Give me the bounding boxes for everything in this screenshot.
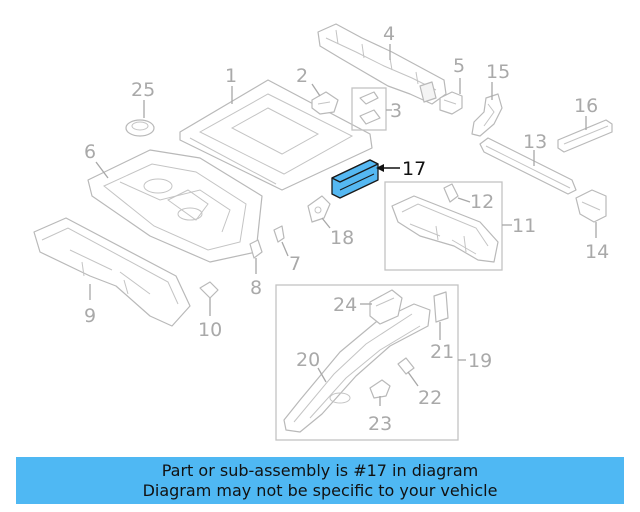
callout-18: 18 — [330, 227, 354, 249]
part-14-bracket — [575, 189, 607, 223]
callout-2: 2 — [296, 65, 308, 87]
part-12-bracket — [443, 183, 459, 203]
part-9-crossmember — [33, 217, 191, 327]
callout-21: 21 — [430, 341, 454, 363]
part-15-bracket — [471, 93, 503, 137]
callout-3: 3 — [390, 100, 402, 122]
part-7-clip — [273, 225, 285, 243]
callout-5: 5 — [453, 55, 465, 77]
group-19-box — [275, 284, 459, 441]
callout-15: 15 — [486, 61, 510, 83]
callout-13: 13 — [523, 131, 547, 153]
part-25-plug — [125, 119, 155, 137]
callout-23: 23 — [368, 413, 392, 435]
callout-1: 1 — [225, 65, 237, 87]
callout-19: 19 — [468, 350, 492, 372]
callout-4: 4 — [383, 23, 395, 45]
callout-11: 11 — [512, 215, 536, 237]
part-17-reinforcement-highlighted — [331, 159, 379, 199]
part-16-reinforcement — [557, 119, 613, 153]
callout-16: 16 — [574, 95, 598, 117]
callout-25: 25 — [131, 79, 155, 101]
part-21-plate — [433, 291, 449, 323]
callout-6: 6 — [84, 141, 96, 163]
callout-14: 14 — [585, 241, 609, 263]
callout-17: 17 — [402, 158, 426, 180]
part-18-bracket — [307, 195, 331, 223]
part-22-clip — [397, 357, 415, 375]
part-11-crossmember — [391, 195, 499, 263]
part-24-bracket — [369, 289, 403, 325]
callout-20: 20 — [296, 349, 320, 371]
part-2-mount — [311, 91, 339, 115]
part-8-bracket — [249, 239, 263, 259]
callout-9: 9 — [84, 305, 96, 327]
part-1-floor-pan — [179, 79, 373, 191]
banner-part-line: Part or sub-assembly is #17 in diagram — [161, 460, 479, 480]
callout-10: 10 — [198, 319, 222, 341]
part-4-cowl-panel — [317, 23, 447, 105]
part-6-rear-floor — [87, 149, 263, 263]
part-23-bracket — [369, 379, 391, 399]
part-10-plate — [199, 281, 219, 299]
part-3-brackets — [351, 87, 387, 131]
info-banner: Part or sub-assembly is #17 in diagram D… — [16, 457, 624, 504]
parts-diagram: 4 5 15 16 13 14 1 — [33, 23, 613, 441]
banner-disclaimer-line: Diagram may not be specific to your vehi… — [142, 480, 498, 500]
part-5-bracket — [439, 91, 463, 115]
part-20-side-member — [283, 303, 431, 433]
callout-8: 8 — [250, 277, 262, 299]
part-13-rail — [479, 137, 577, 195]
callout-24: 24 — [333, 294, 357, 316]
callout-7: 7 — [289, 253, 301, 275]
callout-22: 22 — [418, 387, 442, 409]
callout-12: 12 — [470, 191, 494, 213]
group-11-box — [384, 181, 503, 271]
